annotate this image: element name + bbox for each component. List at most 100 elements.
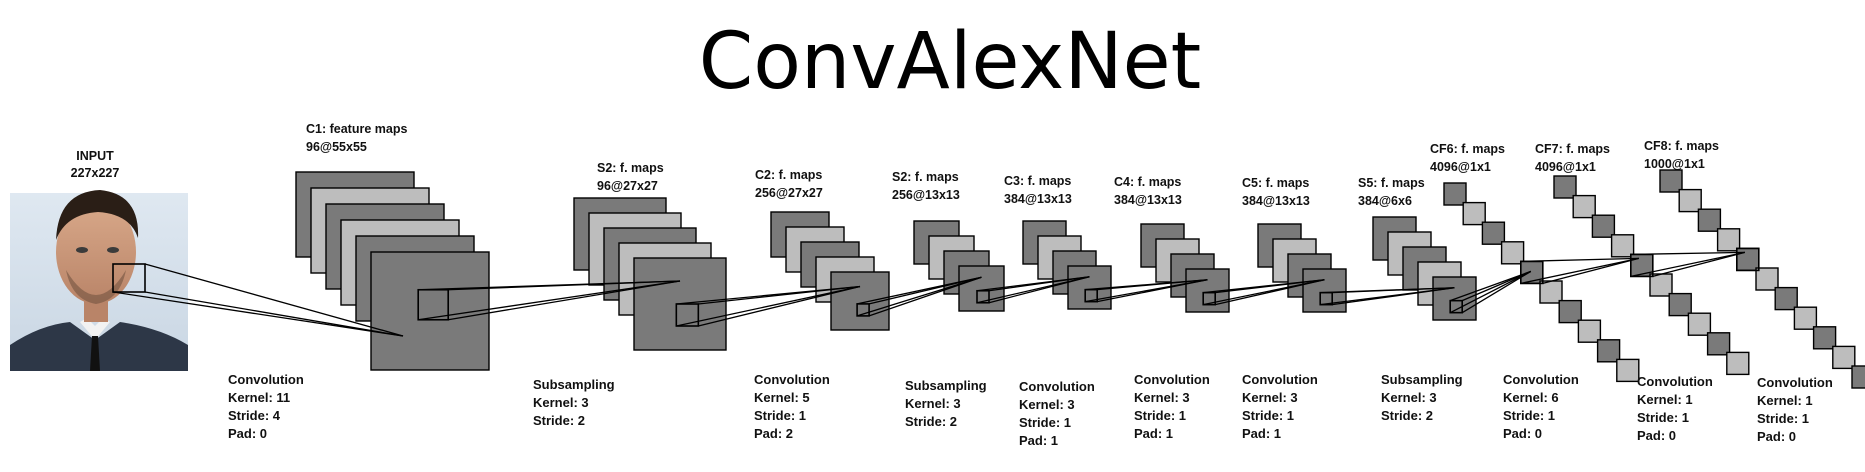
neuron	[1649, 273, 1673, 297]
layer-name-c3: C3: f. maps	[1004, 174, 1071, 188]
operation-kernel: Kernel: 1	[1757, 393, 1813, 408]
neuron	[1553, 175, 1577, 199]
operation-kernel: Kernel: 6	[1503, 390, 1559, 405]
connection-line	[1332, 287, 1455, 306]
layer-dims-s5: 384@6x6	[1358, 194, 1412, 208]
layer-dims-c4: 384@13x13	[1114, 193, 1182, 207]
layer-dims-c3: 384@13x13	[1004, 192, 1072, 206]
operation-kernel: Kernel: 1	[1637, 392, 1693, 407]
connection-line	[448, 280, 681, 291]
feature-map-stack-c1	[295, 171, 490, 371]
operation-stride: Stride: 1	[1503, 408, 1555, 423]
operation-stride: Stride: 2	[533, 413, 585, 428]
operation-stride: Stride: 2	[1381, 408, 1433, 423]
operation-kernel: Kernel: 3	[1134, 390, 1190, 405]
layer-dims-c2: 256@27x27	[755, 186, 823, 200]
operation-pad: Pad: 0	[1757, 429, 1796, 444]
connection-line	[1097, 279, 1208, 303]
operation-kernel: Kernel: 3	[1242, 390, 1298, 405]
neuron	[1736, 247, 1760, 272]
neuron	[1716, 228, 1741, 252]
operation-stride: Stride: 1	[1757, 411, 1809, 426]
neuron	[1706, 332, 1731, 356]
feature-map	[1302, 268, 1347, 313]
feature-map-stack-c5	[1257, 223, 1347, 313]
operation-pad: Pad: 0	[228, 426, 267, 441]
layer-name-cf7: CF7: f. maps	[1535, 142, 1610, 156]
connection-line	[868, 276, 982, 317]
operation-type: Convolution	[1134, 372, 1210, 387]
layer-name-s2b: S2: f. maps	[892, 170, 959, 184]
feature-map-stack-cf8	[1659, 169, 1865, 389]
operation-kernel: Kernel: 3	[905, 396, 961, 411]
neuron	[1616, 358, 1640, 383]
connection-line	[1542, 257, 1639, 285]
connection-line	[698, 285, 861, 305]
neuron	[1668, 292, 1692, 317]
connection-line	[1630, 251, 1745, 256]
operation-stride: Stride: 1	[754, 408, 806, 423]
operation-stride: Stride: 4	[228, 408, 281, 423]
operation-stride: Stride: 1	[1019, 415, 1071, 430]
feature-map-stack-s2b	[913, 220, 1005, 312]
operation-pad: Pad: 0	[1637, 428, 1676, 443]
neuron	[1539, 280, 1563, 304]
receptive-window	[112, 263, 146, 293]
operation-pad: Pad: 1	[1134, 426, 1173, 441]
feature-map	[370, 251, 490, 371]
connection-line	[1520, 257, 1639, 285]
connection-line	[1215, 279, 1325, 294]
layer-dims-cf6: 4096@1x1	[1430, 160, 1491, 174]
operation-stride: Stride: 1	[1637, 410, 1689, 425]
operation-kernel: Kernel: 11	[228, 390, 290, 405]
neuron	[1678, 188, 1702, 213]
connection-line	[1215, 279, 1325, 306]
receptive-window	[856, 303, 870, 317]
operation-type: Convolution	[1637, 374, 1713, 389]
neuron	[1591, 214, 1616, 238]
operation-pad: Pad: 1	[1242, 426, 1281, 441]
operation-type: Subsampling	[1381, 372, 1463, 387]
connection-line	[1461, 270, 1532, 302]
layer-name-c2: C2: f. maps	[755, 168, 822, 182]
connection-line	[988, 276, 1090, 304]
layer-name-c4: C4: f. maps	[1114, 175, 1181, 189]
neuron	[1774, 286, 1798, 311]
receptive-field-connections	[112, 247, 1760, 337]
neuron	[1793, 306, 1818, 330]
connection-line	[1461, 270, 1532, 314]
neuron	[1443, 182, 1467, 206]
neuron	[1726, 351, 1750, 376]
layer-dims-cf8: 1000@1x1	[1644, 157, 1705, 171]
connection-line	[698, 285, 861, 327]
layer-dims-s2b: 256@13x13	[892, 188, 960, 202]
feature-map-stack-s2a	[573, 197, 727, 351]
connection-line	[1449, 270, 1532, 314]
neuron	[1577, 319, 1602, 343]
connection-line	[1520, 257, 1639, 263]
connection-line	[988, 276, 1090, 292]
neuron	[1462, 201, 1486, 226]
operation-type: Subsampling	[533, 377, 615, 392]
operation-pad: Pad: 0	[1503, 426, 1542, 441]
neuron	[1832, 345, 1856, 370]
input-label: INPUT	[76, 149, 114, 163]
neuron	[1500, 241, 1525, 265]
layer-name-c5: C5: f. maps	[1242, 176, 1309, 190]
neuron	[1697, 208, 1722, 232]
connection-line	[144, 263, 404, 337]
operation-stride: Stride: 1	[1242, 408, 1294, 423]
layer-dims-s2a: 96@27x27	[597, 179, 658, 193]
connection-line	[448, 280, 681, 321]
neuron	[1596, 339, 1621, 363]
layer-name-cf8: CF8: f. maps	[1644, 139, 1719, 153]
operation-type: Convolution	[1757, 375, 1833, 390]
layer-name-cf6: CF6: f. maps	[1430, 142, 1505, 156]
neuron	[1610, 234, 1635, 258]
neuron	[1481, 221, 1506, 245]
feature-map-stack-c3	[1022, 220, 1112, 310]
operation-kernel: Kernel: 3	[1381, 390, 1437, 405]
operation-kernel: Kernel: 3	[533, 395, 589, 410]
connection-line	[1332, 287, 1455, 294]
